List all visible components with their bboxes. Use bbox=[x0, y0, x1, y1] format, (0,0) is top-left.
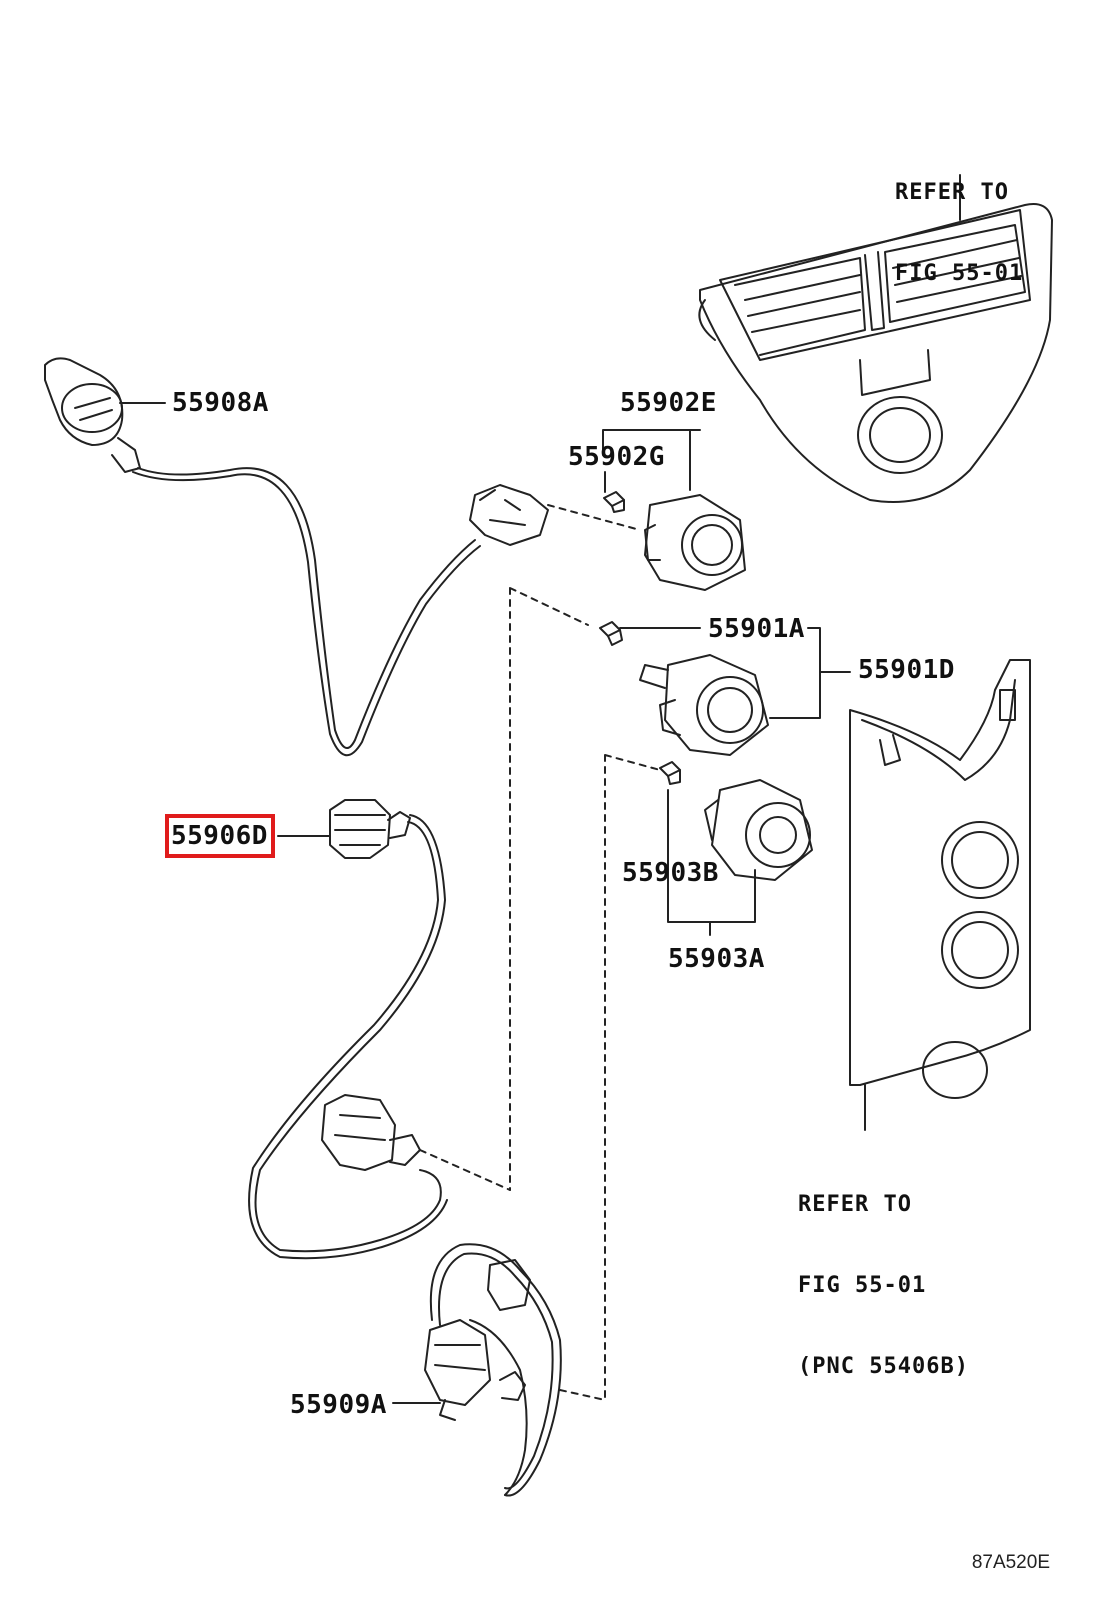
lower-bezel-panel bbox=[849, 659, 1031, 1099]
screw-55901A bbox=[599, 621, 623, 646]
refer-note-bottom-line1: REFER TO bbox=[798, 1192, 912, 1217]
part-label-55908A: 55908A bbox=[172, 388, 269, 418]
cable-55909A bbox=[424, 1243, 562, 1497]
diagram-id: 87A520E bbox=[971, 1552, 1050, 1573]
part-55903A bbox=[704, 779, 813, 881]
cable-55908A bbox=[44, 357, 549, 756]
part-label-55906D: 55906D bbox=[171, 821, 268, 851]
part-label-55909A: 55909A bbox=[290, 1390, 387, 1420]
cable-55906D bbox=[248, 799, 448, 1260]
refer-note-bottom-line2: FIG 55-01 bbox=[798, 1273, 927, 1298]
refer-note-top-line2: FIG 55-01 bbox=[895, 261, 1024, 286]
highlight-box bbox=[165, 814, 275, 858]
refer-note-top: REFER TO FIG 55-01 bbox=[895, 125, 1023, 314]
center-vent-panel bbox=[698, 174, 1053, 503]
screw-55902G bbox=[603, 471, 625, 513]
refer-note-top-line1: REFER TO bbox=[895, 180, 1009, 205]
part-55901D bbox=[639, 654, 769, 756]
part-55902E bbox=[644, 429, 746, 591]
part-label-55902E: 55902E bbox=[620, 388, 717, 418]
part-label-55901A: 55901A bbox=[708, 614, 805, 644]
part-label-55901D: 55901D bbox=[858, 655, 955, 685]
part-label-55903A: 55903A bbox=[668, 944, 765, 974]
refer-note-bottom: REFER TO FIG 55-01 (PNC 55406B) bbox=[798, 1137, 969, 1407]
part-label-55903B: 55903B bbox=[622, 858, 719, 888]
part-label-55902G: 55902G bbox=[568, 442, 665, 472]
refer-note-bottom-line3: (PNC 55406B) bbox=[798, 1354, 969, 1379]
screw-55903B bbox=[659, 761, 681, 785]
